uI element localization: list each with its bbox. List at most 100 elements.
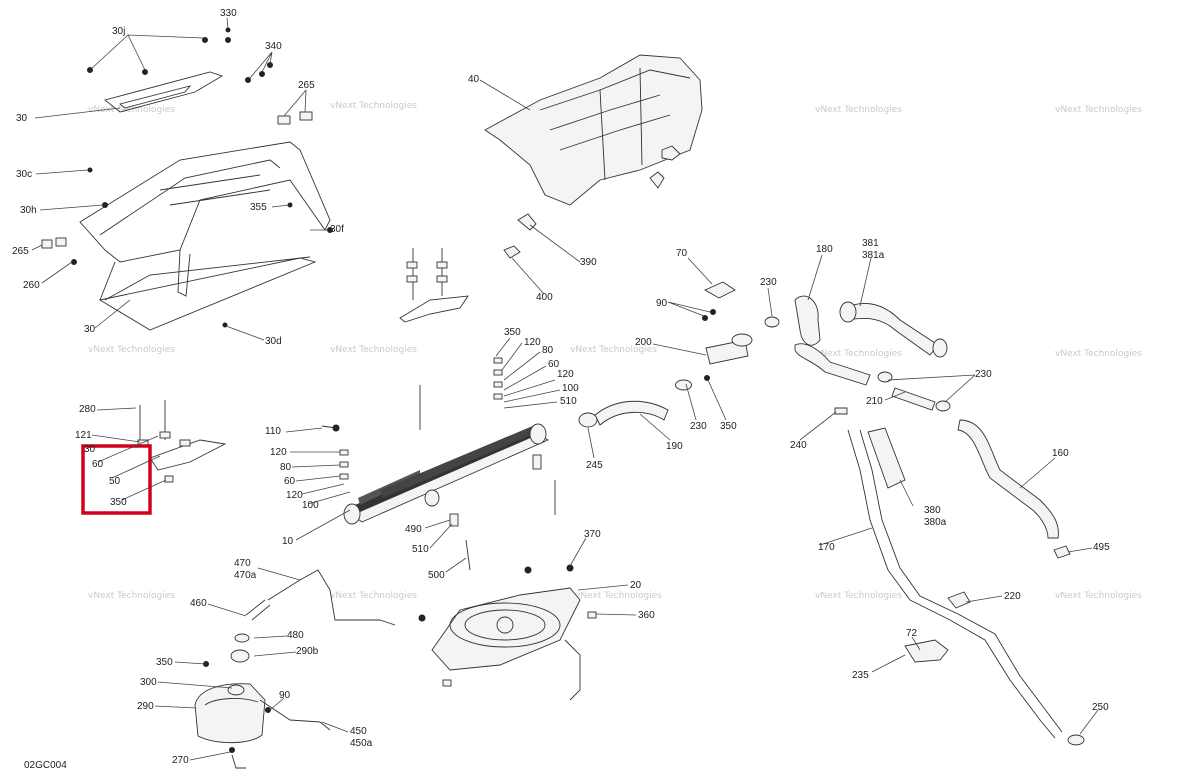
callout-40: 40 [468, 74, 480, 85]
leader-lines [31, 17, 1099, 761]
callout-490: 490 [405, 524, 422, 535]
callout-200: 200 [635, 337, 652, 348]
watermark: vNext Technologies [815, 105, 902, 115]
callout-90: 90 [656, 298, 668, 309]
callout-330: 330 [220, 8, 237, 19]
callout-245: 245 [586, 460, 603, 471]
callout-230: 230 [760, 277, 777, 288]
callout-30: 30 [84, 324, 96, 335]
callout-350: 350 [504, 327, 521, 338]
callout-350: 350 [720, 421, 737, 432]
callout-470: 470 [234, 558, 251, 569]
watermark: vNext Technologies [1055, 591, 1142, 601]
callout-470a: 470a [234, 570, 257, 581]
callout-30c: 30c [16, 169, 32, 180]
callout-510: 510 [412, 544, 429, 555]
callout-270: 270 [172, 755, 189, 766]
watermark: vNext Technologies [575, 591, 662, 601]
center-bracket-stack [399, 248, 469, 323]
callout-labels: 330 30j 340 265 30 30c 30h 355 265 30f 2… [12, 8, 1110, 771]
callout-60: 60 [548, 359, 560, 370]
callout-260: 260 [23, 280, 40, 291]
callout-70: 70 [676, 248, 688, 259]
thermostat-hoses [578, 281, 780, 428]
callout-460: 460 [190, 598, 207, 609]
callout-110: 110 [265, 426, 281, 437]
callout-370: 370 [584, 529, 601, 540]
callout-80: 80 [542, 345, 554, 356]
callout-30: 30 [16, 113, 28, 124]
callout-510: 510 [560, 396, 577, 407]
callout-100: 100 [302, 500, 319, 511]
watermark: vNext Technologies [88, 591, 175, 601]
callout-120: 120 [286, 490, 303, 501]
callout-400: 400 [536, 292, 553, 303]
callout-235: 235 [852, 670, 869, 681]
callout-120: 120 [524, 337, 541, 348]
callout-60: 60 [92, 459, 104, 470]
callout-381a: 381a [862, 250, 885, 261]
watermark: vNext Technologies [570, 345, 657, 355]
callout-300: 300 [140, 677, 157, 688]
callout-355: 355 [250, 202, 267, 213]
callout-220: 220 [1004, 591, 1021, 602]
callout-30: 30 [84, 444, 96, 455]
callout-500: 500 [428, 570, 445, 581]
callout-10: 10 [282, 536, 294, 547]
callout-450: 450 [350, 726, 367, 737]
callout-380: 380 [924, 505, 941, 516]
watermark: vNext Technologies [330, 101, 417, 111]
callout-340: 340 [265, 41, 282, 52]
callout-380a: 380a [924, 517, 947, 528]
callout-90: 90 [279, 690, 291, 701]
watermark: vNext Technologies [330, 591, 417, 601]
callout-240: 240 [790, 440, 807, 451]
callout-72: 72 [906, 628, 918, 639]
callout-30d: 30d [265, 336, 282, 347]
callout-20: 20 [630, 580, 642, 591]
callout-60: 60 [284, 476, 296, 487]
callout-120: 120 [270, 447, 287, 458]
callout-170: 170 [818, 542, 835, 553]
callout-250: 250 [1092, 702, 1109, 713]
callout-120: 120 [557, 369, 574, 380]
callout-100: 100 [562, 383, 579, 394]
highlight-box [81, 444, 152, 515]
callout-290b: 290b [296, 646, 319, 657]
callout-30f: 30f [330, 224, 344, 235]
callout-350: 350 [110, 497, 127, 508]
callout-121: 121 [75, 430, 92, 441]
watermark: vNext Technologies [815, 591, 902, 601]
callout-381: 381 [862, 238, 879, 249]
callout-180: 180 [816, 244, 833, 255]
callout-80: 80 [280, 462, 292, 473]
left-small-bracket [137, 400, 227, 483]
callout-30h: 30h [20, 205, 37, 216]
callout-265: 265 [12, 246, 29, 257]
watermark: vNext Technologies [88, 345, 175, 355]
callout-480: 480 [287, 630, 304, 641]
callout-190: 190 [666, 441, 683, 452]
callout-230: 230 [690, 421, 707, 432]
callout-360: 360 [638, 610, 655, 621]
callout-290: 290 [137, 701, 154, 712]
part-20-fan-shroud [418, 564, 597, 701]
part-40-hood [484, 54, 703, 259]
right-hoses [794, 295, 1085, 746]
callout-265: 265 [298, 80, 315, 91]
watermark: vNext Technologies [815, 349, 902, 359]
callout-230: 230 [975, 369, 992, 380]
watermark: vNext Technologies [330, 345, 417, 355]
diagram-code: 02GC004 [24, 760, 67, 771]
callout-50: 50 [109, 476, 121, 487]
callout-210: 210 [866, 396, 883, 407]
callout-495: 495 [1093, 542, 1110, 553]
coolant-reservoir [194, 569, 396, 769]
watermark: vNext Technologies [88, 105, 175, 115]
part-10-radiator [321, 357, 556, 571]
watermark: vNext Technologies [1055, 105, 1142, 115]
callout-280: 280 [79, 404, 96, 415]
callout-450a: 450a [350, 738, 373, 749]
callout-160: 160 [1052, 448, 1069, 459]
